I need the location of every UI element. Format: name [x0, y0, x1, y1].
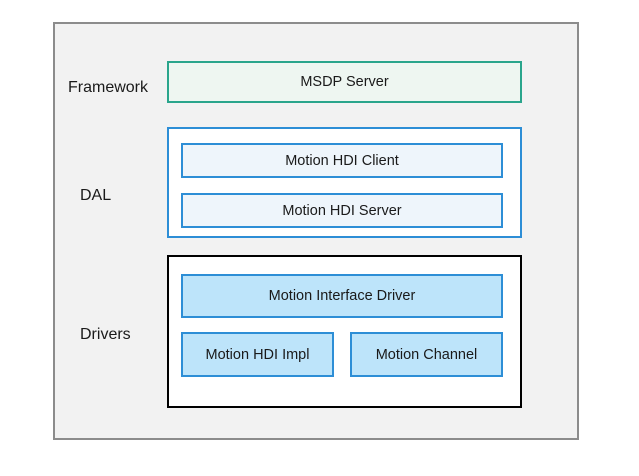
msdp-server-label: MSDP Server — [300, 74, 389, 90]
motion-hdi-server-label: Motion HDI Server — [282, 202, 402, 219]
motion-hdi-client-box: Motion HDI Client — [181, 143, 503, 178]
motion-hdi-server-box: Motion HDI Server — [181, 193, 503, 228]
drivers-layer-label: Drivers — [80, 326, 131, 343]
motion-interface-driver-label: Motion Interface Driver — [268, 288, 416, 304]
msdp-server-box: MSDP Server — [167, 61, 522, 103]
motion-channel-box: Motion Channel — [350, 332, 503, 377]
motion-interface-driver-box: Motion Interface Driver — [181, 274, 503, 318]
framework-layer-label: Framework — [68, 79, 149, 96]
motion-channel-label: Motion Channel — [375, 346, 478, 363]
motion-hdi-impl-box: Motion HDI Impl — [181, 332, 334, 377]
motion-hdi-client-label: Motion HDI Client — [285, 152, 399, 169]
motion-hdi-impl-label: Motion HDI Impl — [205, 346, 310, 363]
dal-layer-label: DAL — [80, 187, 112, 204]
